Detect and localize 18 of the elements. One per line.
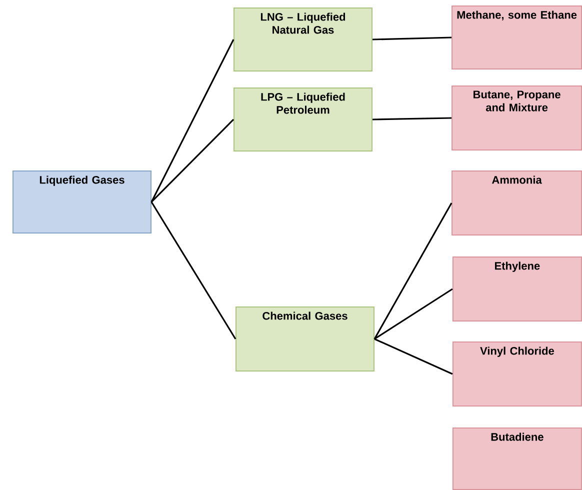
- connector-line: [374, 338, 453, 375]
- connector-line: [374, 202, 452, 340]
- connector-line: [150, 202, 236, 340]
- category-box: LNG – Liquefied Natural Gas: [234, 8, 372, 72]
- gas-box: Ethylene: [452, 256, 582, 322]
- gas-box: Methane, some Ethane: [452, 6, 582, 70]
- connector-line: [150, 39, 234, 202]
- connector-line: [150, 118, 234, 203]
- gas-box: Vinyl Chloride: [452, 342, 582, 406]
- gas-box: Butane, Propane and Mixture: [452, 86, 582, 150]
- connector-line: [374, 288, 453, 340]
- gas-box: Ammonia: [452, 170, 582, 236]
- connector-line: [372, 36, 452, 40]
- category-box: Liquefied Gases: [12, 170, 152, 234]
- connector-line: [372, 117, 452, 120]
- gas-box: Butadiene: [452, 428, 582, 490]
- category-box: LPG – Liquefied Petroleum: [234, 88, 372, 152]
- category-box: Chemical Gases: [236, 306, 374, 372]
